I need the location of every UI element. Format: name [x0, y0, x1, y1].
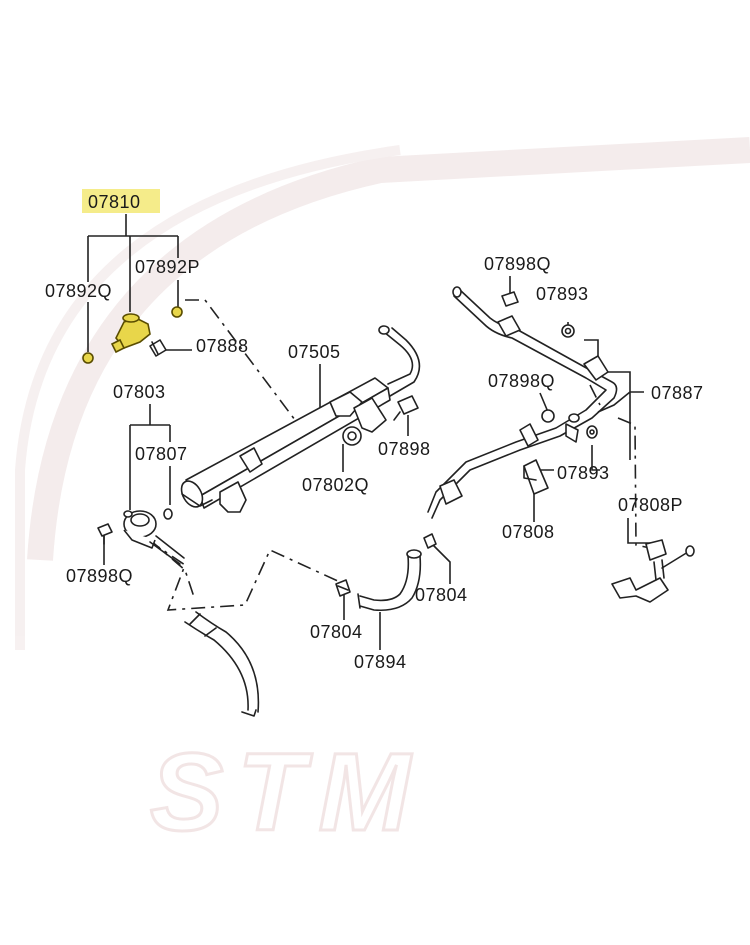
- part-07808P-bracket[interactable]: [611, 539, 695, 603]
- part-07803-regulator[interactable]: [123, 510, 185, 565]
- part-07898Q-mid[interactable]: [541, 409, 555, 423]
- watermark-text: STM: [150, 731, 424, 854]
- label-07887[interactable]: 07887: [651, 383, 704, 403]
- part-07898Q-top[interactable]: [501, 291, 519, 307]
- label-07810[interactable]: 07810: [88, 192, 141, 212]
- part-07888[interactable]: [149, 339, 167, 357]
- label-07808[interactable]: 07808: [502, 522, 555, 542]
- label-07898Q-mid[interactable]: 07898Q: [488, 371, 555, 391]
- part-07807[interactable]: [163, 508, 173, 520]
- label-07803[interactable]: 07803: [113, 382, 166, 402]
- label-07893-mid[interactable]: 07893: [557, 463, 610, 483]
- label-07888[interactable]: 07888: [196, 336, 249, 356]
- part-07893-mid[interactable]: [586, 425, 598, 439]
- part-07898Q-left[interactable]: [97, 523, 113, 545]
- leader-lines: [87, 214, 655, 650]
- highlight-box: [82, 189, 160, 213]
- label-07893-top[interactable]: 07893: [536, 284, 589, 304]
- part-07808-bracket[interactable]: [523, 459, 549, 495]
- part-07887-fuel-pipe[interactable]: [427, 286, 618, 519]
- part-07893-top[interactable]: [561, 324, 575, 338]
- part-return-hose[interactable]: [184, 611, 260, 717]
- label-07898Q-left[interactable]: 07898Q: [66, 566, 133, 586]
- label-07892Q[interactable]: 07892Q: [45, 281, 112, 301]
- dash-lines: [147, 299, 651, 611]
- label-07807[interactable]: 07807: [135, 444, 188, 464]
- part-07810-assembly[interactable]: [82, 306, 183, 364]
- label-07804-left[interactable]: 07804: [310, 622, 363, 642]
- part-07804-mid[interactable]: [423, 533, 437, 549]
- part-07894-hose[interactable]: [357, 549, 422, 612]
- label-07505[interactable]: 07505: [288, 342, 341, 362]
- label-07894[interactable]: 07894: [354, 652, 407, 672]
- label-07808P[interactable]: 07808P: [618, 495, 683, 515]
- watermark: STM: [15, 137, 750, 856]
- part-07804-left[interactable]: [335, 579, 351, 597]
- label-07802Q[interactable]: 07802Q: [302, 475, 369, 495]
- label-07804-mid[interactable]: 07804: [415, 585, 468, 605]
- label-07898[interactable]: 07898: [378, 439, 431, 459]
- label-07892P[interactable]: 07892P: [135, 257, 200, 277]
- label-07898Q-top[interactable]: 07898Q: [484, 254, 551, 274]
- part-07505-fuel-rail[interactable]: [177, 325, 421, 513]
- part-07898-bolt[interactable]: [393, 395, 419, 421]
